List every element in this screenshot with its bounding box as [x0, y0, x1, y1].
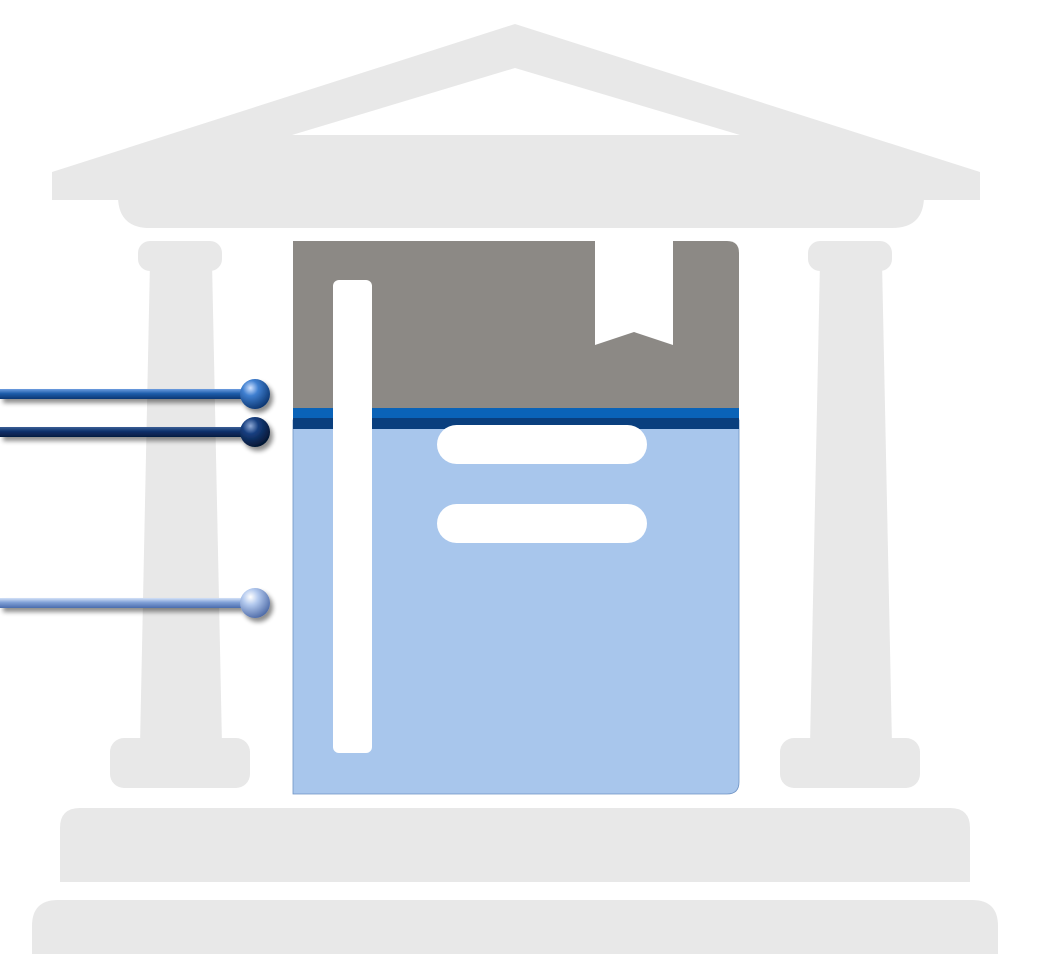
- text-line-2: [437, 504, 647, 543]
- entablature: [118, 196, 924, 228]
- roof-pediment: [52, 24, 980, 200]
- connector-1: [0, 379, 270, 409]
- text-line-1: [437, 425, 647, 464]
- right-column: [780, 241, 920, 788]
- book-icon: [293, 241, 739, 794]
- bookmark-icon: [595, 241, 673, 345]
- connector-3: [0, 588, 270, 618]
- book-spine: [333, 280, 372, 753]
- base-step-lower: [32, 900, 998, 954]
- connector-2: [0, 417, 270, 447]
- base-step-upper: [60, 808, 970, 882]
- left-column: [110, 241, 250, 788]
